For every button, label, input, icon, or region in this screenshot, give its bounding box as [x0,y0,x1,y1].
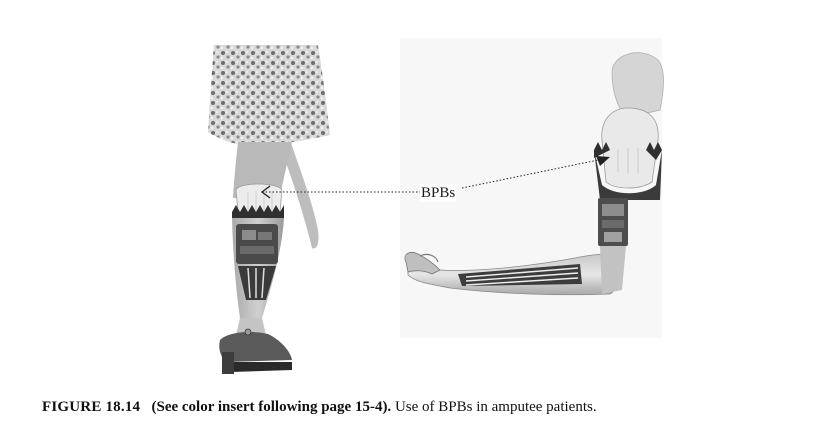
caption-text: Use of BPBs in amputee patients. [395,399,597,415]
figure-illustration [0,0,815,395]
leg-prosthesis-image [207,45,337,380]
figure-number: FIGURE 18.14 [42,399,140,415]
figure-area: BPBs [0,0,815,395]
color-insert-note: (See color insert following page 15-4). [152,399,392,415]
figure-caption: FIGURE 18.14 (See color insert following… [42,397,802,417]
callout-label-bpbs: BPBs [420,184,456,202]
